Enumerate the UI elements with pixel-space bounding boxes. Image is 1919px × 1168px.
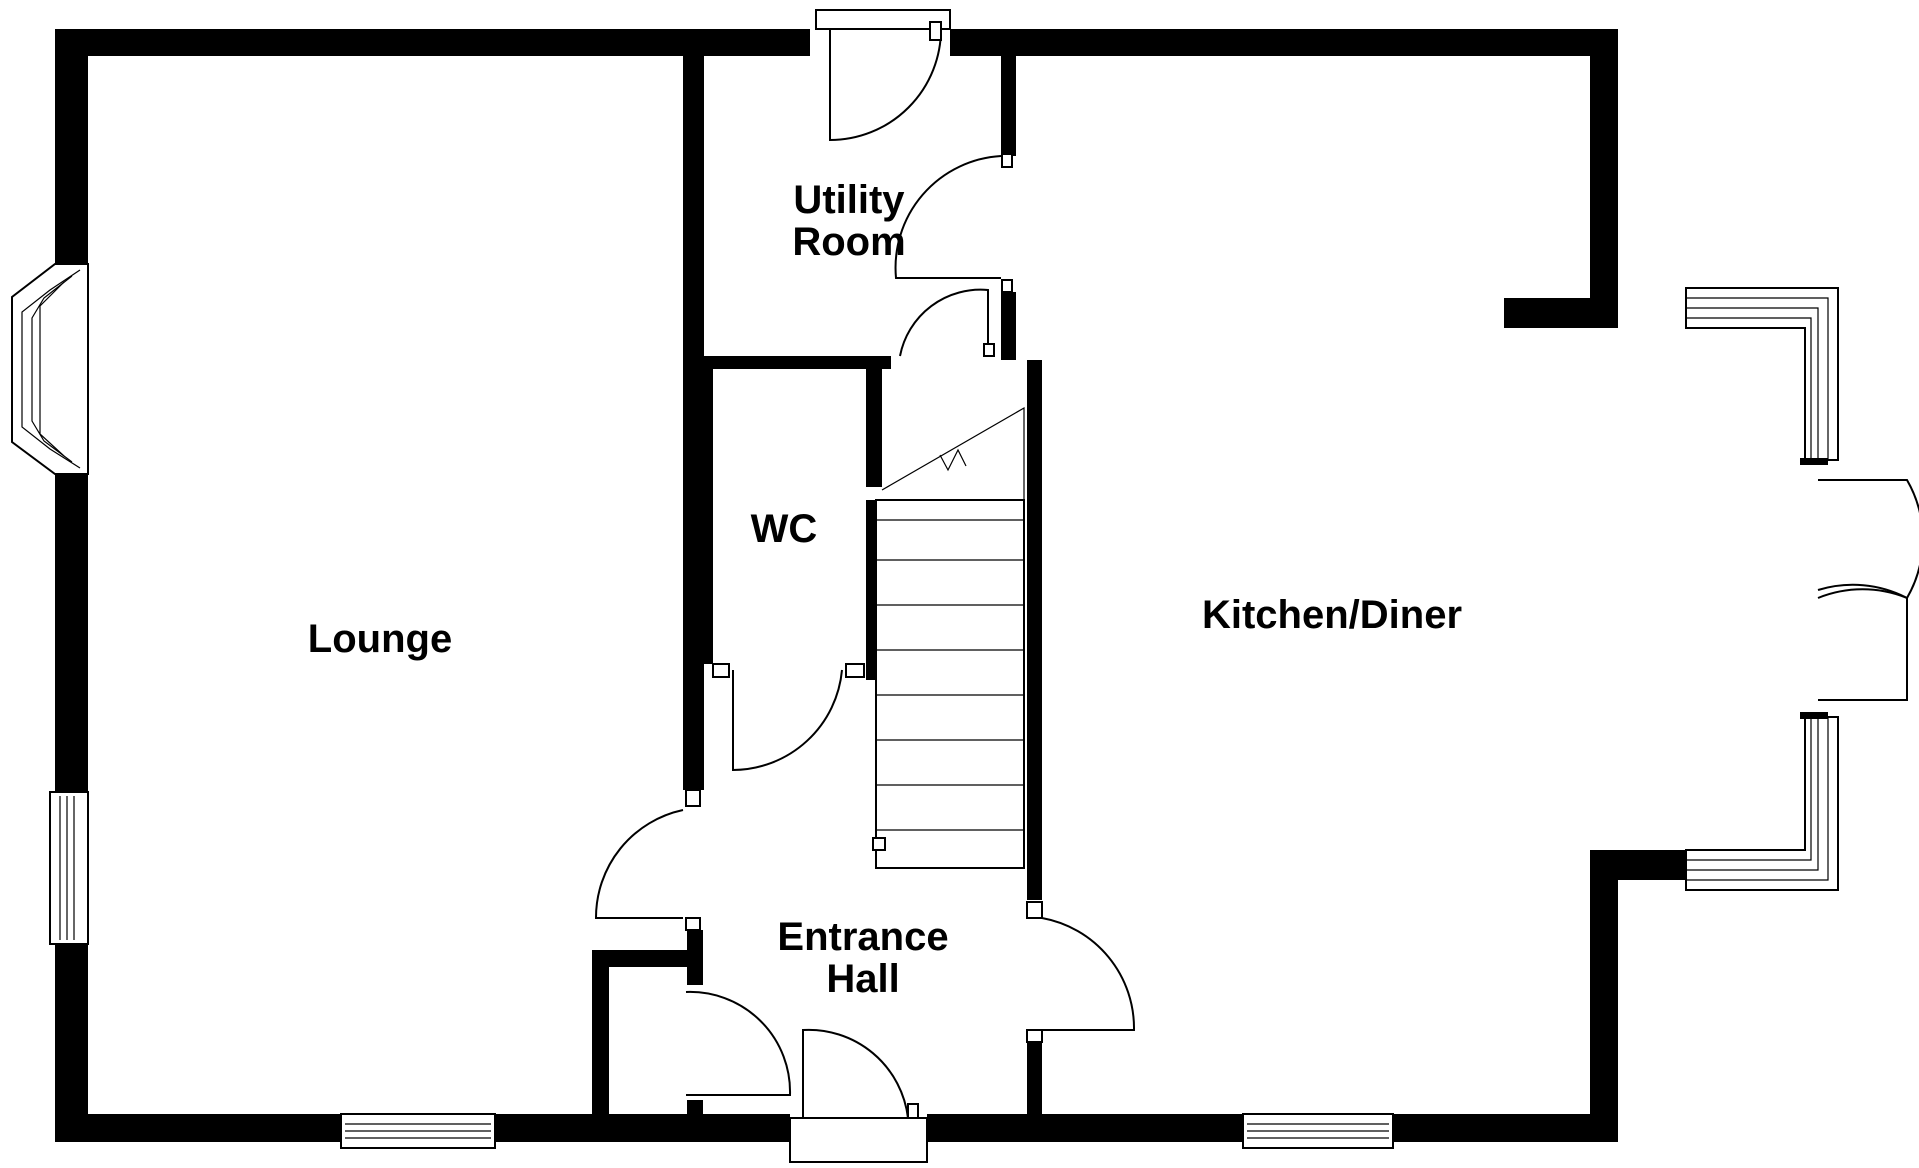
room-label-utility-line2: Room	[792, 220, 906, 264]
room-label-wc: WC	[750, 507, 818, 551]
windows	[11, 9, 1839, 1163]
room-label-lounge: Lounge	[307, 617, 453, 661]
room-label-utility-room: Utility Room	[792, 179, 905, 263]
exterior-walls	[55, 29, 1686, 1142]
room-label-hall-line1: Entrance	[777, 915, 949, 959]
room-label-hall-line2: Hall	[826, 957, 900, 1001]
room-label-kitchen-diner: Kitchen/Diner	[1201, 593, 1463, 637]
doors	[594, 21, 1919, 1119]
room-label-utility-line1: Utility	[793, 178, 905, 222]
room-label-entrance-hall: Entrance Hall	[777, 916, 948, 1000]
staircase	[872, 406, 1025, 869]
interior-walls	[592, 56, 1042, 1120]
